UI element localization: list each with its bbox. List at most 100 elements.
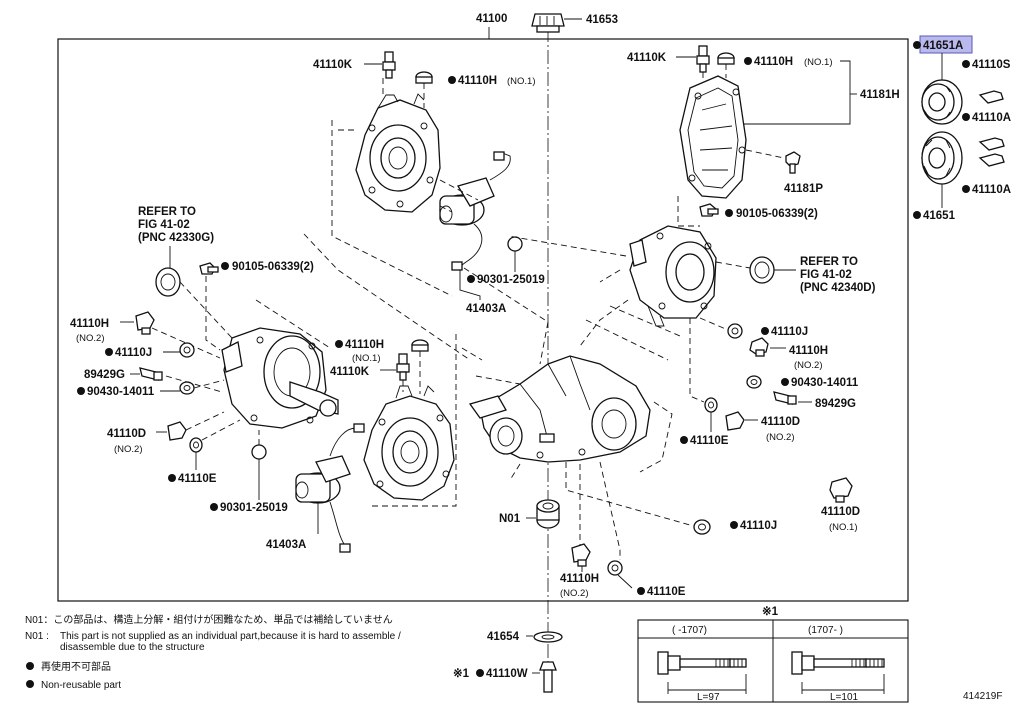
label-41110W[interactable]: 41110W	[486, 668, 528, 680]
washer-41110J-left	[179, 342, 195, 358]
flange-41651A	[921, 79, 963, 125]
bolt-90105-left	[199, 262, 219, 275]
label-41110E-right[interactable]: 41110E	[690, 435, 729, 447]
bullet-41651A	[913, 41, 921, 49]
gasket-90430-right	[746, 375, 762, 389]
label-41403A-top[interactable]: 41403A	[466, 303, 506, 315]
bolt-41110W	[539, 661, 557, 693]
label-41110K-mid[interactable]: 41110K	[330, 366, 370, 378]
part-N01	[536, 499, 560, 529]
label-41100[interactable]: 41100	[476, 13, 507, 25]
label-41110H-no2-right[interactable]: 41110H	[789, 345, 828, 357]
bolt-table-title: ※1	[762, 605, 779, 618]
oring-90301-bottom	[251, 444, 267, 460]
label-41110E-left[interactable]: 41110E	[178, 473, 217, 485]
plug-41110H-no2-right	[749, 337, 769, 357]
label-refer-left-1: REFER TO	[138, 206, 196, 218]
bolt-90105-right	[699, 203, 719, 217]
legend-en: Non-reusable part	[41, 680, 121, 691]
label-no2-b: (NO.2)	[114, 444, 143, 455]
rear-cover-41181H	[679, 75, 747, 199]
bolt-41181P	[785, 151, 801, 174]
label-no2-d: (NO.2)	[766, 432, 795, 443]
legend-bullet-jp	[26, 662, 34, 670]
bolt-41110A-2	[978, 153, 1005, 167]
label-41181H[interactable]: 41181H	[860, 89, 900, 101]
bolt-table-col2-length: L=101	[830, 692, 859, 703]
label-refer-left-2: FIG 41-02	[138, 219, 190, 231]
diff-housing	[468, 355, 651, 463]
label-no1-a: (NO.1)	[507, 76, 536, 87]
label-41110K-right[interactable]: 41110K	[627, 52, 667, 64]
carrier-left	[221, 327, 339, 429]
legend-jp: 再使用不可部品	[41, 660, 111, 673]
label-41110K-left[interactable]: 41110K	[313, 59, 353, 71]
note-n01-en-line2: disassemble due to the structure	[60, 642, 205, 653]
label-refer-right-2: FIG 41-02	[800, 269, 852, 281]
label-41653[interactable]: 41653	[586, 14, 618, 26]
bolt-41110A-1	[978, 137, 1005, 151]
label-41651A[interactable]: 41651A	[923, 40, 963, 52]
seal-left	[155, 267, 181, 297]
plug-41110H-mid	[411, 339, 429, 352]
plug-41110H-left	[415, 71, 433, 84]
label-90301-top[interactable]: 90301-25019	[477, 274, 545, 286]
label-41110J-right[interactable]: 41110J	[771, 326, 808, 338]
plug-41110D-left	[167, 421, 187, 441]
label-41651[interactable]: 41651	[923, 210, 956, 222]
washer-41110E-left	[189, 437, 203, 453]
label-90430-left[interactable]: 90430-14011	[87, 386, 155, 398]
label-41181P[interactable]: 41181P	[784, 183, 823, 195]
plug-41110H-bottom	[571, 543, 591, 567]
label-41110J-bottom[interactable]: 41110J	[740, 520, 777, 532]
bolt-table-col2-header: (1707- )	[808, 625, 843, 636]
label-refer-right-1: REFER TO	[800, 256, 858, 268]
figure-id: 414219F	[963, 691, 1002, 702]
label-N01[interactable]: N01	[499, 513, 521, 525]
plug-41110D-no2-right	[725, 411, 745, 431]
label-90105-left[interactable]: 90105-06339(2)	[232, 261, 314, 273]
label-41110D-no2-right[interactable]: 41110D	[761, 416, 800, 428]
label-41110A-1[interactable]: 41110A	[972, 112, 1011, 124]
actuator-41403A-top	[439, 151, 511, 271]
label-41110E-bottom[interactable]: 41110E	[647, 586, 686, 598]
plug-41110H-no2-left	[135, 311, 155, 335]
label-89429G-left[interactable]: 89429G	[84, 369, 125, 381]
label-90105-right[interactable]: 90105-06339(2)	[736, 208, 818, 220]
side-cover-left	[355, 93, 441, 213]
plug-41110K-mid	[396, 353, 410, 381]
bolt-illustration-1	[657, 651, 747, 675]
label-no1-b: (NO.1)	[804, 57, 833, 68]
breather-89429G-left	[139, 367, 163, 381]
label-41110S[interactable]: 41110S	[972, 59, 1011, 71]
label-no2-a: (NO.2)	[76, 333, 105, 344]
washer-41110J-bottom	[693, 519, 711, 535]
label-41110D-no1[interactable]: 41110D	[821, 506, 860, 518]
label-89429G-right[interactable]: 89429G	[815, 398, 856, 410]
label-90301-bottom[interactable]: 90301-25019	[220, 502, 288, 514]
label-x1-mark: ※1	[453, 667, 470, 680]
label-41654[interactable]: 41654	[487, 631, 520, 643]
bolt-table-col1-header: ( -1707)	[672, 625, 707, 636]
label-refer-left-3: (PNC 42330G)	[138, 232, 214, 244]
carrier-right	[629, 225, 717, 327]
plug-41110D-no1	[829, 477, 853, 503]
washer-41110E-bottom	[607, 560, 623, 576]
bolt-table	[637, 619, 909, 703]
label-no2-c: (NO.2)	[794, 360, 823, 371]
label-41110J-left[interactable]: 41110J	[115, 347, 152, 359]
gasket-90430-left	[179, 381, 195, 395]
label-41110H-left[interactable]: 41110H	[458, 75, 497, 87]
assembly-frame	[57, 38, 909, 602]
label-41110H-right[interactable]: 41110H	[754, 56, 793, 68]
label-90430-right[interactable]: 90430-14011	[791, 377, 859, 389]
label-41110H-bottom[interactable]: 41110H	[560, 573, 599, 585]
bolt-illustration-2	[791, 651, 885, 675]
label-41110H-no2-left[interactable]: 41110H	[70, 318, 109, 330]
label-41110A-2[interactable]: 41110A	[972, 184, 1011, 196]
washer-41110J-right	[727, 323, 743, 339]
label-41110D-left[interactable]: 41110D	[107, 428, 146, 440]
label-41110H-mid[interactable]: 41110H	[345, 339, 384, 351]
label-41403A-bottom[interactable]: 41403A	[266, 539, 306, 551]
